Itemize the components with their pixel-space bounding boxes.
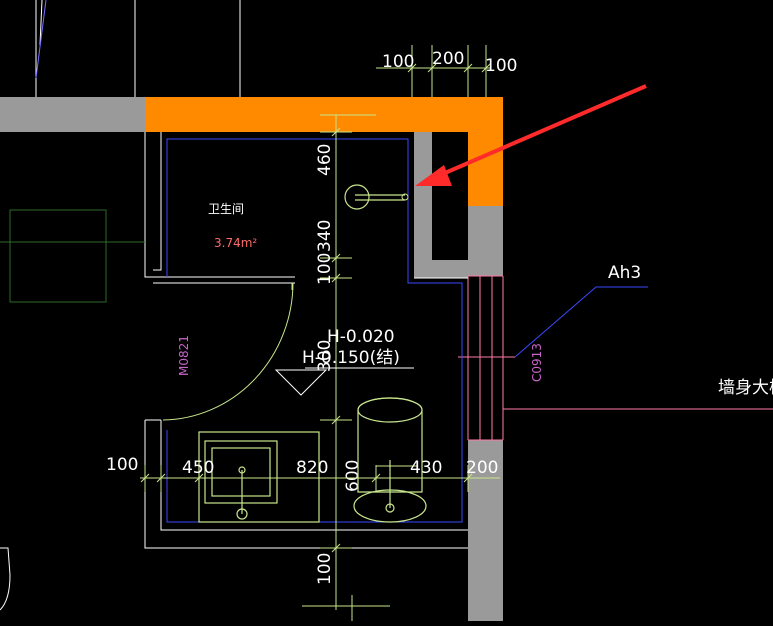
- bottom-extension-lines: [302, 595, 390, 621]
- door-tag: M0821: [177, 335, 191, 376]
- dim-v-600: 600: [343, 460, 363, 492]
- dim-v-100a: 100: [315, 253, 335, 285]
- elevation-finish: H-0.020: [327, 327, 395, 347]
- upper-purple-line: [35, 0, 47, 79]
- window-lines: [458, 275, 515, 441]
- horizontal-dimension-chain: [140, 465, 500, 492]
- dim-v-460: 460: [315, 144, 335, 176]
- room-area: 3.74m²: [214, 236, 257, 250]
- wall-tag-ah3: Ah3: [608, 263, 641, 283]
- elevation-structural: H-0.150(结): [302, 348, 400, 368]
- section-callout-text: 墙身大样: [718, 378, 773, 398]
- wall-outlines: [144, 132, 468, 549]
- dim-top-mid-label: 200: [432, 49, 464, 69]
- vertical-dimension-chain: [320, 114, 376, 610]
- left-upper-wall: [0, 97, 145, 132]
- window-tag: C0913: [530, 343, 544, 382]
- dim-h-820: 820: [296, 458, 328, 478]
- dim-v-300: 300: [315, 340, 335, 372]
- upper-wall-lines: [35, 0, 241, 97]
- dim-h-450: 450: [182, 458, 214, 478]
- bottom-left-fixture: [0, 547, 11, 611]
- right-orange-wall: [468, 132, 503, 206]
- adjacent-room-box: [9, 209, 107, 303]
- toilet-fixture: [353, 397, 427, 523]
- dim-v-100b: 100: [315, 553, 335, 585]
- dim-h-430: 430: [410, 458, 442, 478]
- valve-circle: [401, 193, 409, 201]
- room-name: 卫生间: [208, 202, 244, 216]
- door-swing-arc: [162, 282, 294, 421]
- dim-top-right-label: 100: [485, 56, 517, 76]
- dim-h-100: 100: [106, 455, 138, 475]
- dim-h-200: 200: [466, 458, 498, 478]
- dim-v-340: 340: [315, 220, 335, 252]
- floor-drain-circle: [344, 184, 370, 210]
- red-annotation-arrow: [415, 84, 647, 186]
- elevation-triangle: [274, 369, 328, 396]
- right-gray-wall-upper: [468, 206, 503, 276]
- dim-top-left-label: 100: [382, 52, 414, 72]
- right-gray-wall-lower: [468, 440, 503, 621]
- inner-gray-partition: [414, 132, 468, 278]
- wall-tag-leader: [514, 286, 648, 358]
